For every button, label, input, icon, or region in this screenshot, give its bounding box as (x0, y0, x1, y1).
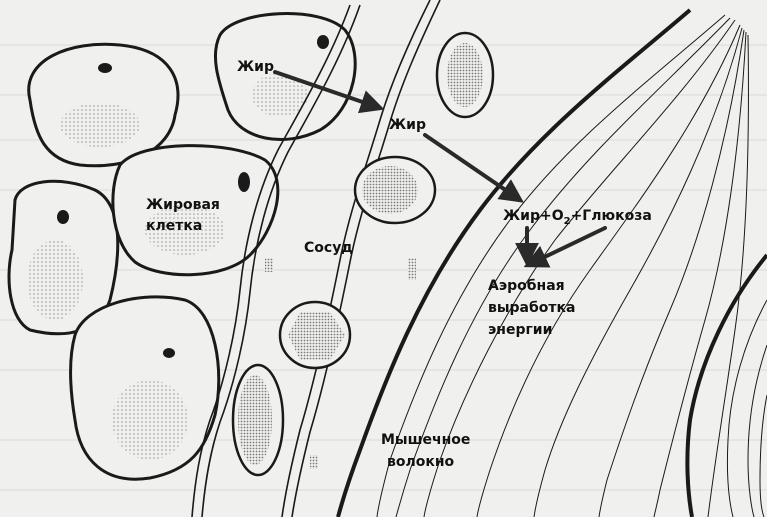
nucleus (238, 172, 250, 192)
label-fat-middle: Жир (389, 117, 426, 133)
label-aerobic-3: энергии (488, 322, 552, 338)
label-muscle-1: Мышечное (381, 432, 470, 448)
nucleus (98, 63, 112, 73)
reaction-suffix: +Глюкоза (571, 208, 652, 224)
label-fat-cell-line2: клетка (146, 218, 202, 234)
label-fat-top: Жир (237, 59, 274, 75)
label-fat-cell-line1: Жировая (146, 197, 220, 213)
label-muscle-2: волокно (387, 454, 455, 470)
nucleus (57, 210, 69, 224)
label-aerobic-1: Аэробная (488, 278, 565, 294)
arrow-glucose-to-energy (528, 228, 605, 265)
label-reaction: Жир+O2+Глюкоза (503, 208, 652, 227)
label-vessel: Сосуд (304, 240, 353, 256)
nucleus (163, 348, 175, 358)
label-aerobic-2: выработка (488, 300, 575, 316)
reaction-prefix: Жир+O (503, 208, 564, 224)
nucleus (317, 35, 329, 49)
reaction-subscript: 2 (564, 216, 571, 227)
